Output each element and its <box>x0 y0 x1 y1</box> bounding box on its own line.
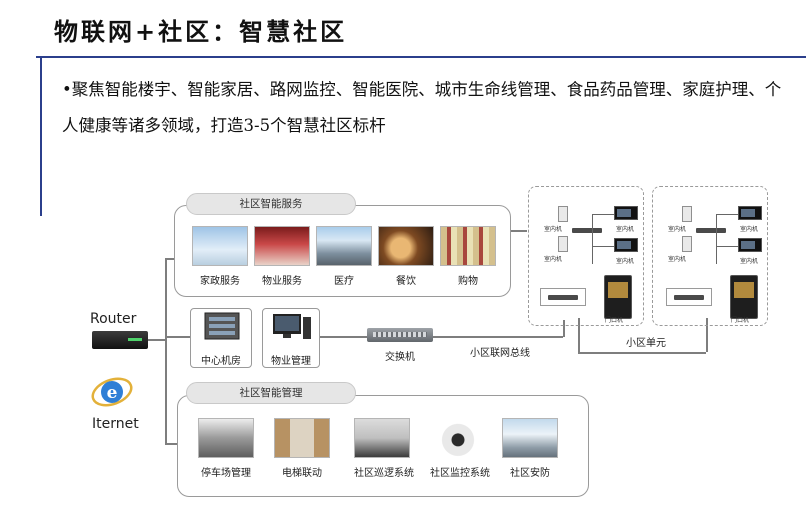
mgmt-parking: 停车场管理 <box>198 418 254 479</box>
indoor-handset-icon <box>558 236 568 252</box>
mgmt-label: 电梯联动 <box>282 468 322 479</box>
internet-explorer-icon: e <box>91 377 133 407</box>
indoor-unit-label: 室内机 <box>544 256 563 263</box>
property-management-device <box>262 308 320 368</box>
unit-wire <box>716 214 738 215</box>
network-bus-line <box>433 336 563 338</box>
mgmt-label: 社区监控系统 <box>430 468 490 479</box>
indoor-handset-icon <box>682 236 692 252</box>
service-medical: 医疗 <box>316 226 372 287</box>
indoor-monitor-icon <box>614 206 638 220</box>
property-photo <box>254 226 310 266</box>
community-unit-1 <box>528 186 644 326</box>
patrol-photo <box>354 418 410 458</box>
housekeeping-photo <box>192 226 248 266</box>
controller-strip-icon <box>674 295 704 300</box>
router-link <box>148 339 165 341</box>
indoor-unit-label: 室内机 <box>544 226 563 233</box>
mgmt-label: 社区安防 <box>510 468 550 479</box>
distributor-icon <box>696 228 726 233</box>
medical-photo <box>316 226 372 266</box>
indoor-monitor-icon <box>614 238 638 252</box>
management-link <box>165 443 177 445</box>
unit-wire <box>592 214 614 215</box>
indoor-unit-label: 室内机 <box>616 226 635 233</box>
server-rack-icon <box>204 312 240 340</box>
indoor-unit-label: 室内机 <box>616 258 635 265</box>
indoor-monitor-icon <box>738 206 762 220</box>
management-group-title: 社区智能管理 <box>186 382 356 404</box>
services-to-unit-link <box>511 230 527 232</box>
center-room-device <box>190 308 252 368</box>
community-unit-2 <box>652 186 768 326</box>
service-dining: 餐饮 <box>378 226 434 287</box>
indoor-handset-icon <box>558 206 568 222</box>
service-housekeeping: 家政服务 <box>192 226 248 287</box>
door-station-icon <box>730 275 758 319</box>
property-management-label: 物业管理 <box>271 356 311 367</box>
unit-wire <box>716 214 717 264</box>
bus-label: 小区联网总线 <box>470 348 530 359</box>
svg-text:e: e <box>107 383 118 403</box>
service-label: 医疗 <box>334 276 354 287</box>
service-property: 物业服务 <box>254 226 310 287</box>
unit-interlink-right <box>706 318 708 352</box>
bus-up-riser <box>563 320 565 337</box>
mgmt-label: 停车场管理 <box>201 468 251 479</box>
unit-wire <box>592 214 593 264</box>
service-label: 物业服务 <box>262 276 302 287</box>
services-group-title: 社区智能服务 <box>186 193 356 215</box>
center-room-link <box>165 336 190 338</box>
mgmt-surveillance: 社区监控系统 <box>430 418 490 479</box>
indoor-unit-label: 室内机 <box>740 258 759 265</box>
unit-interlink-bottom <box>578 352 706 354</box>
internet-label: Iternet <box>92 416 139 432</box>
unit-label: 小区单元 <box>626 338 666 349</box>
slide-title: 物联网+社区：智慧社区 <box>54 17 348 46</box>
dining-photo <box>378 226 434 266</box>
mgmt-security: 社区安防 <box>502 418 558 479</box>
unit-interlink-left <box>578 318 580 352</box>
controller-strip-icon <box>548 295 578 300</box>
switch-label: 交换机 <box>385 352 415 363</box>
services-link <box>165 258 174 260</box>
door-unit-label: 门口机 <box>605 317 624 324</box>
center-room-label: 中心机房 <box>201 356 241 367</box>
distributor-icon <box>572 228 602 233</box>
left-accent-rule <box>40 56 42 216</box>
title-underline <box>36 56 806 58</box>
bullet-text: •聚焦智能楼宇、智能家居、路网监控、智能医院、城市生命线管理、食品药品管理、家庭… <box>62 80 782 135</box>
service-label: 购物 <box>458 276 478 287</box>
service-label: 餐饮 <box>396 276 416 287</box>
unit-wire <box>592 246 614 247</box>
network-switch <box>367 328 433 342</box>
shopping-photo <box>440 226 496 266</box>
indoor-handset-icon <box>682 206 692 222</box>
security-photo <box>502 418 558 458</box>
service-label: 家政服务 <box>200 276 240 287</box>
camera-photo <box>430 418 486 458</box>
mgmt-patrol: 社区巡逻系统 <box>354 418 414 479</box>
door-unit-label: 门口机 <box>731 317 750 324</box>
trunk-vertical <box>165 258 167 444</box>
router-label: Router <box>90 311 137 327</box>
indoor-unit-label: 室内机 <box>668 256 687 263</box>
indoor-unit-label: 室内机 <box>740 226 759 233</box>
unit-wire <box>716 246 738 247</box>
indoor-unit-label: 室内机 <box>668 226 687 233</box>
indoor-monitor-icon <box>738 238 762 252</box>
mgmt-elevator: 电梯联动 <box>274 418 330 479</box>
devices-bus-link <box>320 336 367 338</box>
parking-photo <box>198 418 254 458</box>
mgmt-label: 社区巡逻系统 <box>354 468 414 479</box>
service-shopping: 购物 <box>440 226 496 287</box>
desktop-computer-icon <box>273 314 311 339</box>
elevator-photo <box>274 418 330 458</box>
door-station-icon <box>604 275 632 319</box>
router-device <box>92 331 148 349</box>
